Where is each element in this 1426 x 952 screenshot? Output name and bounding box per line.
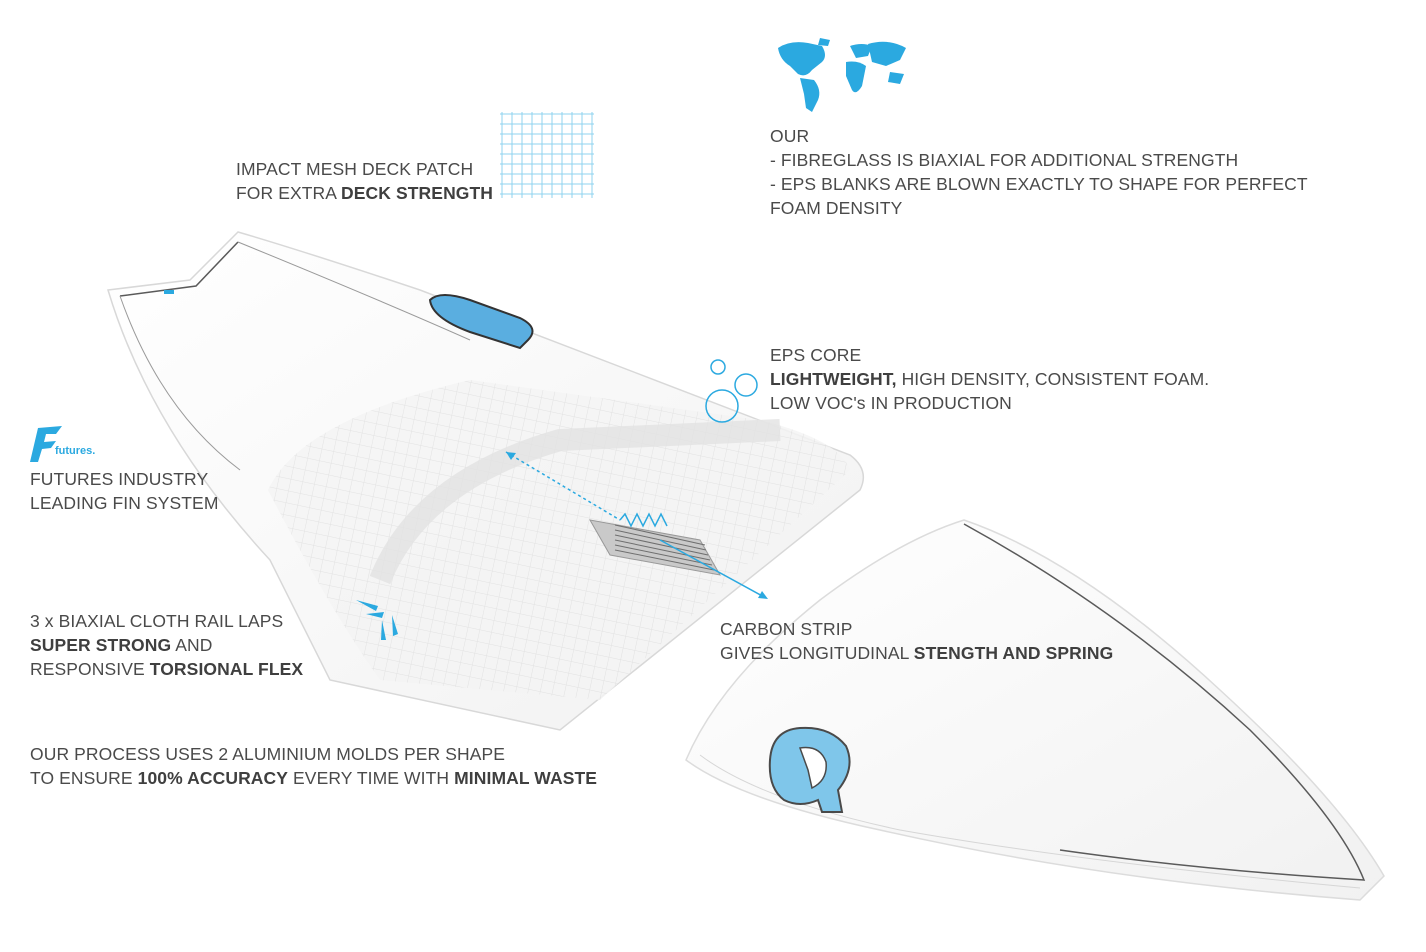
- process-line2-pre: TO ENSURE: [30, 768, 138, 788]
- process-line2-bold1: 100% ACCURACY: [137, 768, 289, 788]
- eps-line1: EPS CORE: [770, 345, 862, 365]
- carbon-callout: CARBON STRIP GIVES LONGITUDINAL STENGTH …: [720, 617, 1113, 665]
- materials-line1: OUR: [770, 126, 810, 146]
- carbon-line2: GIVES LONGITUDINAL STENGTH AND SPRING: [720, 641, 1113, 665]
- futures-callout: FUTURES INDUSTRY LEADING FIN SYSTEM: [30, 467, 219, 515]
- rail-line1: 3 x BIAXIAL CLOTH RAIL LAPS: [30, 611, 284, 631]
- carbon-strip: [589, 519, 721, 576]
- futures-logo-icon: [30, 426, 62, 462]
- carbon-line2-pre: GIVES LONGITUDINAL: [720, 643, 914, 663]
- futures-logo-text: futures.: [55, 445, 96, 457]
- mesh-grid-icon: [500, 112, 594, 198]
- process-callout: OUR PROCESS USES 2 ALUMINIUM MOLDS PER S…: [30, 742, 597, 790]
- materials-line4: FOAM DENSITY: [770, 198, 903, 218]
- world-map-icon: [778, 38, 906, 112]
- futures-line1: FUTURES INDUSTRY: [30, 469, 209, 489]
- torq-logo: [428, 294, 534, 350]
- materials-callout: OUR - FIBREGLASS IS BIAXIAL FOR ADDITION…: [770, 124, 1308, 220]
- process-line2: TO ENSURE 100% ACCURACY EVERY TIME WITH …: [30, 766, 597, 790]
- burst-rays-icon: [356, 600, 398, 640]
- mesh-line2: FOR EXTRA DECK STRENGTH: [236, 181, 493, 205]
- torq-q-logo: [768, 726, 851, 813]
- process-line2-bold2: MINIMAL WASTE: [454, 768, 598, 788]
- carbon-line2-bold: STENGTH AND SPRING: [913, 643, 1114, 663]
- eps-line2-rest: HIGH DENSITY, CONSISTENT FOAM.: [896, 369, 1210, 389]
- mesh-line2-bold: DECK STRENGTH: [341, 183, 494, 203]
- board-bottom: [685, 519, 1385, 901]
- process-line1: OUR PROCESS USES 2 ALUMINIUM MOLDS PER S…: [30, 744, 506, 764]
- eps-core-callout: EPS CORE LIGHTWEIGHT, HIGH DENSITY, CONS…: [770, 343, 1209, 415]
- foam-bubbles-icon: [705, 359, 758, 423]
- eps-line3: LOW VOC's IN PRODUCTION: [770, 393, 1012, 413]
- rail-line2-bold: SUPER STRONG: [30, 635, 172, 655]
- board-deck: [107, 231, 865, 731]
- rail-line3-bold: TORSIONAL FLEX: [149, 659, 304, 679]
- rail-line3-pre: RESPONSIVE: [30, 659, 150, 679]
- materials-line2: - FIBREGLASS IS BIAXIAL FOR ADDITIONAL S…: [770, 150, 1239, 170]
- rail-line2: SUPER STRONG AND: [30, 633, 303, 657]
- flex-arrow: [505, 451, 768, 599]
- rail-laps-callout: 3 x BIAXIAL CLOTH RAIL LAPS SUPER STRONG…: [30, 609, 303, 681]
- mesh-line2-pre: FOR EXTRA: [236, 183, 342, 203]
- rail-line2-rest: AND: [171, 635, 213, 655]
- materials-line3: - EPS BLANKS ARE BLOWN EXACTLY TO SHAPE …: [770, 174, 1308, 194]
- process-line2-mid: EVERY TIME WITH: [288, 768, 455, 788]
- carbon-line1: CARBON STRIP: [720, 619, 853, 639]
- futures-line2: LEADING FIN SYSTEM: [30, 493, 219, 513]
- mesh-line1: IMPACT MESH DECK PATCH: [236, 159, 474, 179]
- eps-line2: LIGHTWEIGHT, HIGH DENSITY, CONSISTENT FO…: [770, 367, 1209, 391]
- eps-line2-bold: LIGHTWEIGHT,: [770, 369, 897, 389]
- mesh-callout: IMPACT MESH DECK PATCH FOR EXTRA DECK ST…: [236, 157, 493, 205]
- rail-line3: RESPONSIVE TORSIONAL FLEX: [30, 657, 303, 681]
